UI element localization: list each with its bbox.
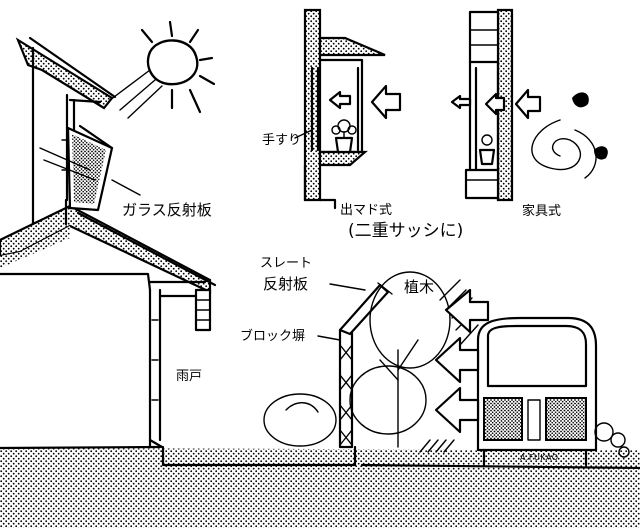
plants-label: 植木: [404, 278, 435, 296]
ground: [0, 445, 640, 528]
slate-reflector-label-1: スレート: [260, 256, 313, 271]
double-sash-label: (二重サッシに): [348, 221, 464, 241]
bay-window-diagram: [294, 8, 402, 210]
block-wall-label: ブロック塀: [240, 329, 306, 344]
furniture-window-diagram: [450, 8, 608, 202]
bay-window-type-label: 出マド式: [340, 203, 393, 218]
slate-reflector-label-2: 反射板: [263, 275, 309, 293]
handrail-label: 手すり: [262, 133, 302, 148]
signature: A.FUKAO: [520, 453, 559, 462]
furniture-type-label: 家具式: [522, 204, 562, 219]
block-wall: [317, 282, 393, 449]
storm-shutter-label: 雨戸: [176, 369, 203, 384]
glass-reflector-label: ガラス反射板: [122, 201, 212, 219]
glass-reflector: [39, 124, 141, 212]
house-section: [0, 36, 217, 449]
wind-arrows: [419, 288, 490, 453]
sun-icon: [109, 20, 216, 119]
car-icon: [476, 316, 630, 467]
